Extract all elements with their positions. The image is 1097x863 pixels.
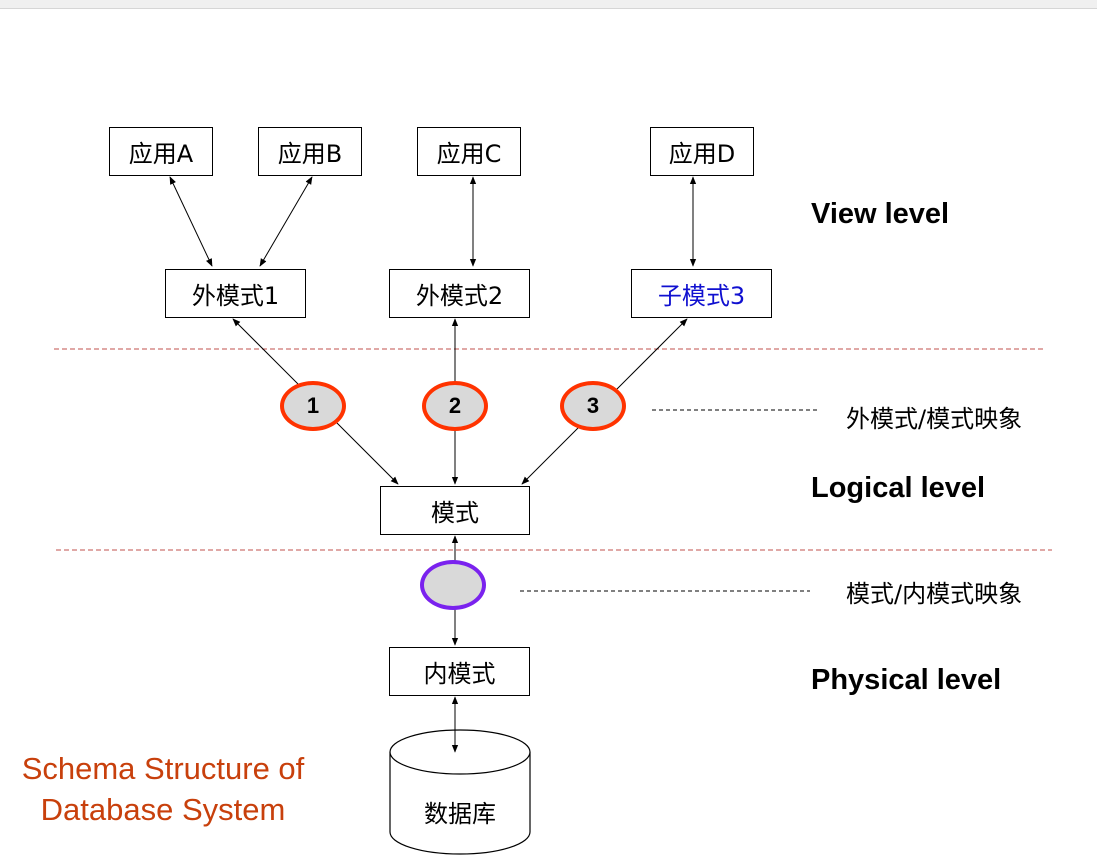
window-top-bar — [0, 0, 1097, 9]
logical-level-label: Logical level — [811, 472, 986, 504]
arrow-appA-ext1 — [169, 176, 213, 267]
app-b-box: 应用B — [258, 127, 362, 176]
app-c-box: 应用C — [417, 127, 521, 176]
external-schema-2-box: 外模式2 — [389, 269, 530, 318]
arrow-appB-ext1 — [259, 176, 313, 267]
view-level-label: View level — [811, 198, 950, 230]
internal-schema-mapping-label: 模式/内模式映象 — [846, 580, 1023, 608]
mapping-marker-2: 2 — [422, 381, 488, 431]
diagram-caption: Schema Structure of Database System — [21, 751, 305, 827]
mapping-marker-3: 3 — [560, 381, 626, 431]
database-cylinder — [389, 729, 531, 855]
physical-level-label: Physical level — [811, 664, 1002, 696]
app-d-box: 应用D — [650, 127, 754, 176]
internal-schema-box: 内模式 — [389, 647, 530, 696]
mapping-marker-1: 1 — [280, 381, 346, 431]
app-a-box: 应用A — [109, 127, 213, 176]
schema-box: 模式 — [380, 486, 530, 535]
external-schema-1-box: 外模式1 — [165, 269, 306, 318]
subschema-3-box: 子模式3 — [631, 269, 772, 318]
database-label: 数据库 — [424, 800, 496, 828]
internal-mapping-marker — [420, 560, 486, 610]
external-schema-mapping-label: 外模式/模式映象 — [846, 405, 1023, 433]
